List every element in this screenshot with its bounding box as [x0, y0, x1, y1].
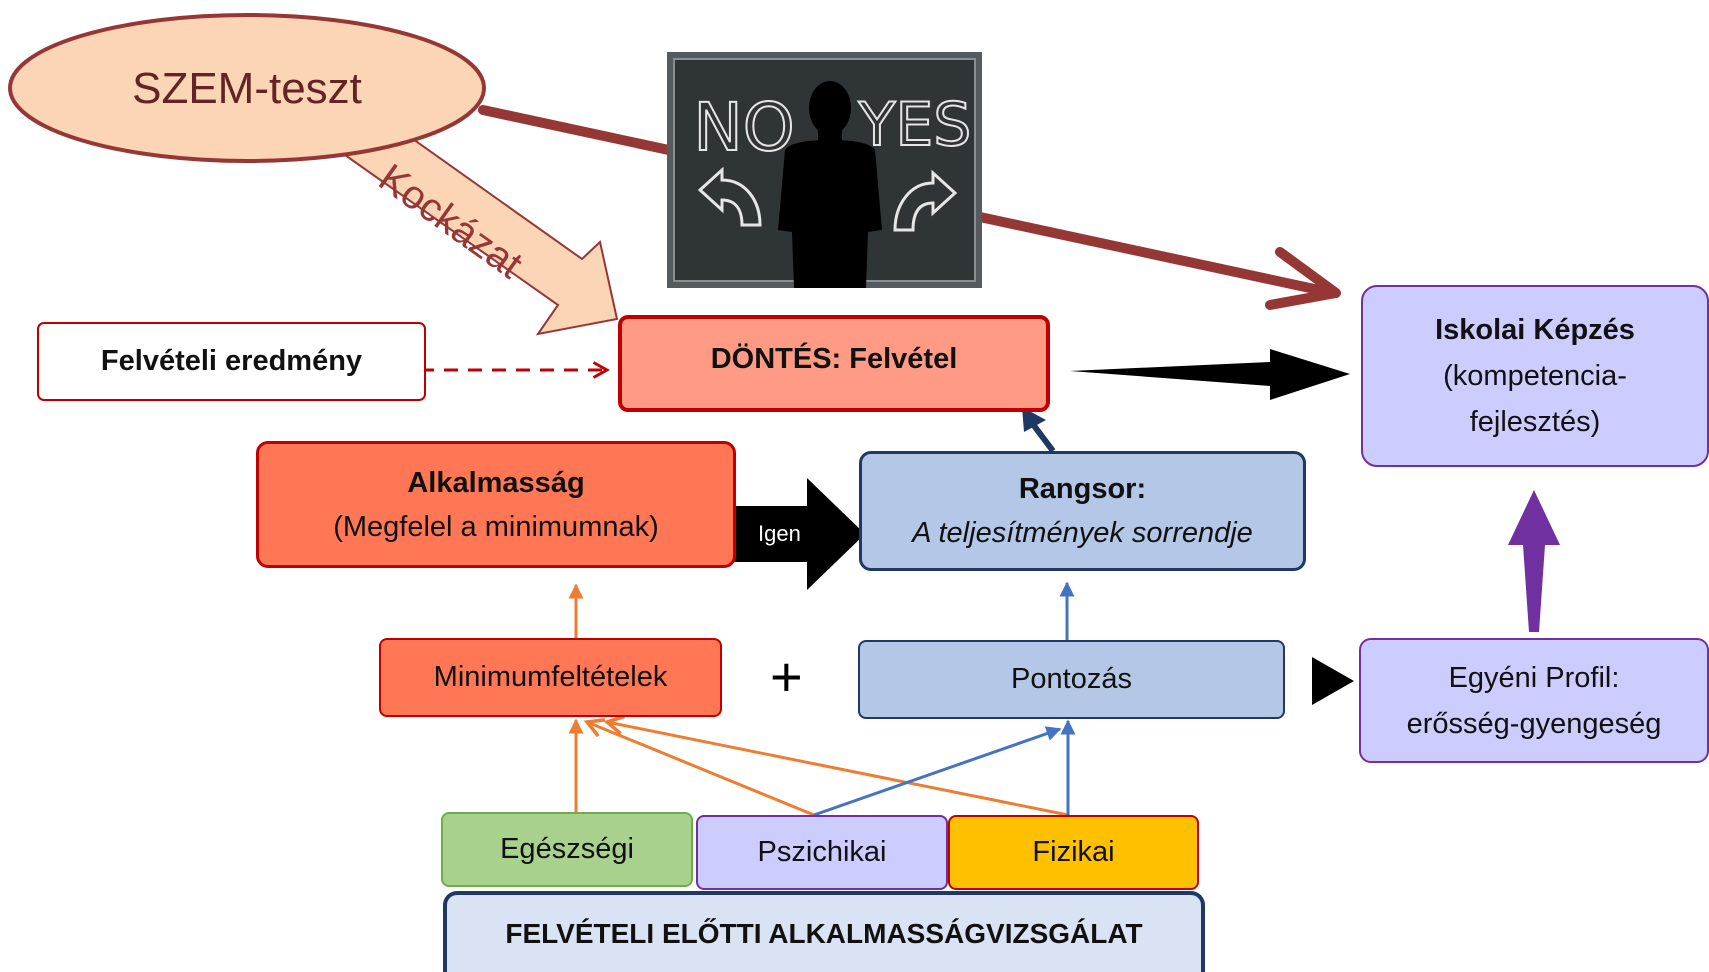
- alkalmassag-box: Alkalmasság (Megfelel a minimumnak): [256, 441, 736, 568]
- szem-teszt-label: SZEM-teszt: [132, 64, 362, 113]
- dontes-to-iskolai-arrow: [1070, 349, 1350, 400]
- chalk-left-arrow-icon: [697, 166, 762, 227]
- pszichikai-to-pontozas-arrow: [813, 726, 1062, 817]
- egyeni-profil-line2: erősség-gyengeség: [1406, 707, 1662, 740]
- iskolai-kepzes-line1: (kompetencia-: [1443, 360, 1627, 392]
- fizikai-label: Fizikai: [1032, 836, 1115, 868]
- felveteli-elotti-label: FELVÉTELI ELŐTTI ALKALMASSÁGVIZSGÁLAT: [505, 917, 1143, 949]
- rangsor-box: Rangsor: A teljesítmények sorrendje: [859, 451, 1306, 571]
- pontozas-box: Pontozás: [858, 640, 1285, 719]
- egeszsegi-box: Egészségi: [441, 812, 693, 887]
- iskolai-kepzes-title: Iskolai Képzés: [1435, 314, 1635, 346]
- igen-arrow: [731, 478, 865, 590]
- rangsor-title: Rangsor:: [1018, 473, 1147, 505]
- iskolai-kepzes-box: Iskolai Képzés (kompetencia- fejlesztés): [1361, 285, 1709, 467]
- pszichikai-label: Pszichikai: [757, 836, 887, 868]
- egeszsegi-label: Egészségi: [500, 833, 634, 865]
- fizikai-to-minimum-arrow: [607, 722, 1069, 817]
- alkalmassag-subtitle: (Megfelel a minimumnak): [333, 510, 659, 543]
- szem-teszt-ellipse: SZEM-teszt: [8, 13, 486, 163]
- dontes-box: DÖNTÉS: Felvétel: [618, 315, 1050, 412]
- pszichikai-box: Pszichikai: [696, 815, 948, 890]
- pontozas-label: Pontozás: [1011, 663, 1132, 695]
- no-yes-chalkboard-image: NO YES: [667, 52, 982, 288]
- profil-to-iskolai-arrow: [1508, 490, 1560, 632]
- igen-label: Igen: [758, 521, 801, 546]
- iskolai-kepzes-line2: fejlesztés): [1469, 406, 1601, 438]
- minimumfeltetelek-label: Minimumfeltételek: [433, 661, 668, 693]
- alkalmassag-title: Alkalmasság: [407, 466, 585, 499]
- chalk-no-text: NO: [693, 89, 794, 166]
- fizikai-box: Fizikai: [948, 815, 1199, 890]
- felveteli-eredmeny-label: Felvételi eredmény: [100, 345, 363, 377]
- egyeni-profil-box: Egyéni Profil: erősség-gyengeség: [1359, 638, 1709, 763]
- egyeni-profil-line1: Egyéni Profil:: [1448, 661, 1620, 694]
- minimumfeltetelek-box: Minimumfeltételek: [379, 638, 722, 717]
- felveteli-elotti-box: FELVÉTELI ELŐTTI ALKALMASSÁGVIZSGÁLAT: [443, 891, 1205, 972]
- person-silhouette-icon: [778, 81, 882, 288]
- pszichikai-to-minimum-arrow: [587, 722, 815, 817]
- rangsor-subtitle: A teljesítmények sorrendje: [912, 517, 1253, 549]
- dontes-label: DÖNTÉS: Felvétel: [710, 343, 958, 375]
- chalk-right-arrow-icon: [893, 169, 958, 232]
- chalk-yes-text: YES: [858, 90, 972, 160]
- plus-sign: +: [770, 645, 803, 708]
- rangsor-to-dontes-arrow: [1022, 407, 1056, 453]
- pontozas-to-profil-arrow: [1312, 657, 1354, 705]
- felveteli-eredmeny-box: Felvételi eredmény: [37, 322, 426, 401]
